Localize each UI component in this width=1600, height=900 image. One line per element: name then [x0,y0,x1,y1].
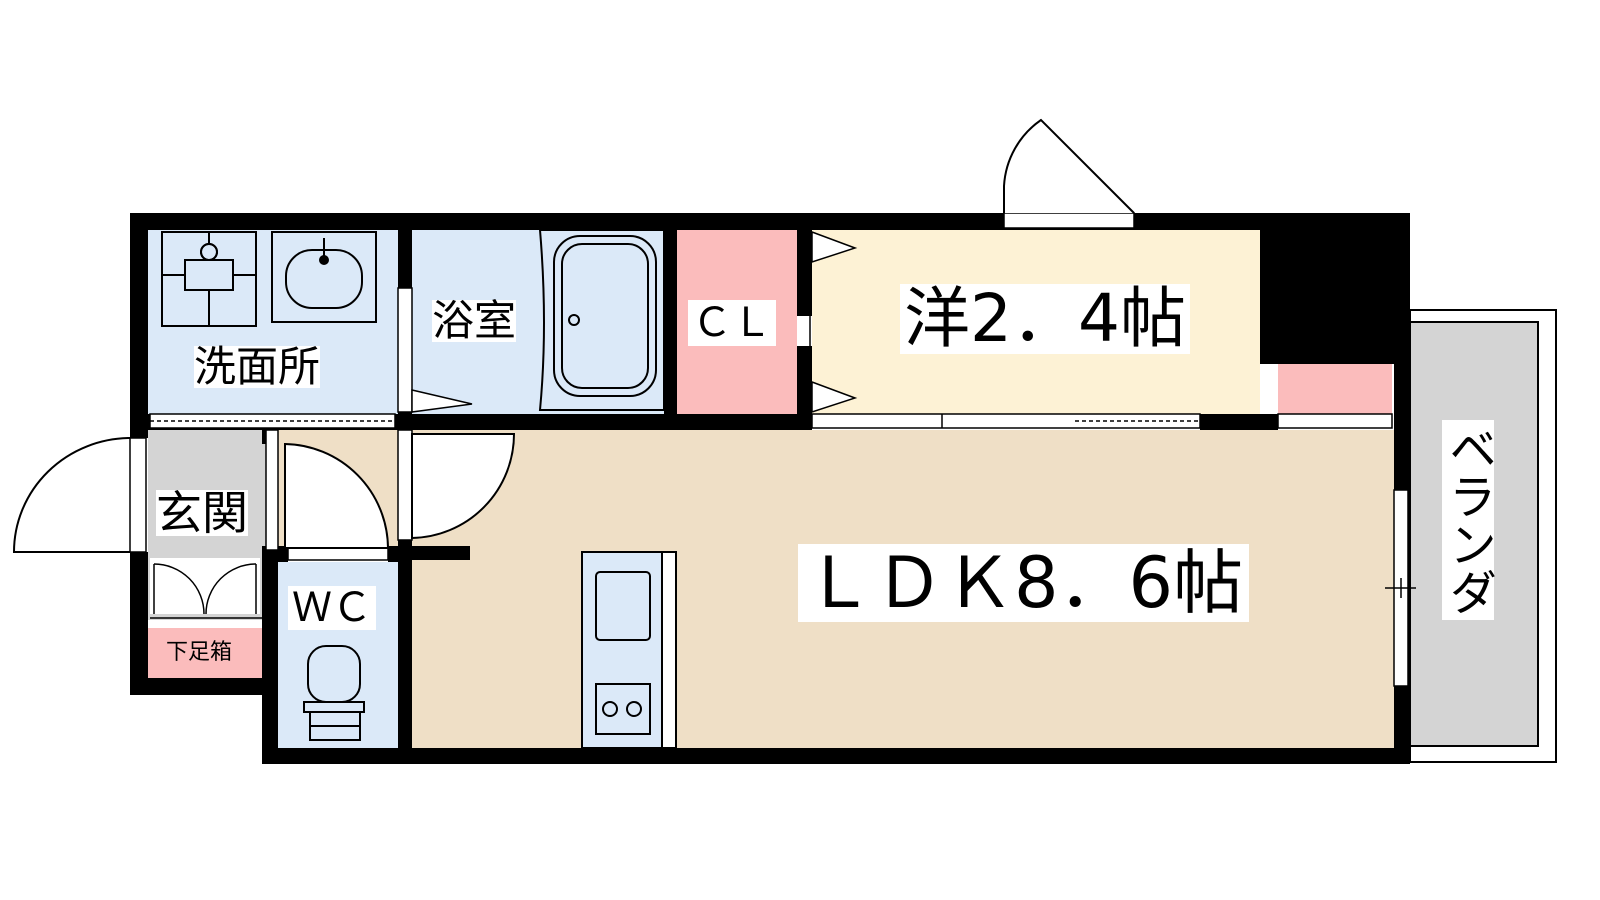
entrance-label: 玄関 [156,486,248,540]
storage-right [1278,364,1392,414]
closet-doors [411,230,858,414]
washing-machine-pan [161,231,257,327]
doors [12,118,1135,553]
washroom-label: 洗面所 [194,342,321,391]
toilet-fixture [303,645,365,741]
western-room-label: 洋2．4帖 [900,284,1190,354]
toilet-label: ＷＣ [288,586,376,630]
shoe-box-doors [150,558,262,619]
shoe-box-label: 下足箱 [166,640,233,665]
ldk-label: ＬＤＫ8．6帖 [798,544,1250,622]
kitchen-counter [581,551,677,749]
sink [271,231,377,323]
bathtub [538,229,665,411]
closet-label: ＣＬ [688,300,776,346]
bathroom-label: 浴室 [432,296,517,345]
balcony-label: ベランダ [1440,420,1496,620]
